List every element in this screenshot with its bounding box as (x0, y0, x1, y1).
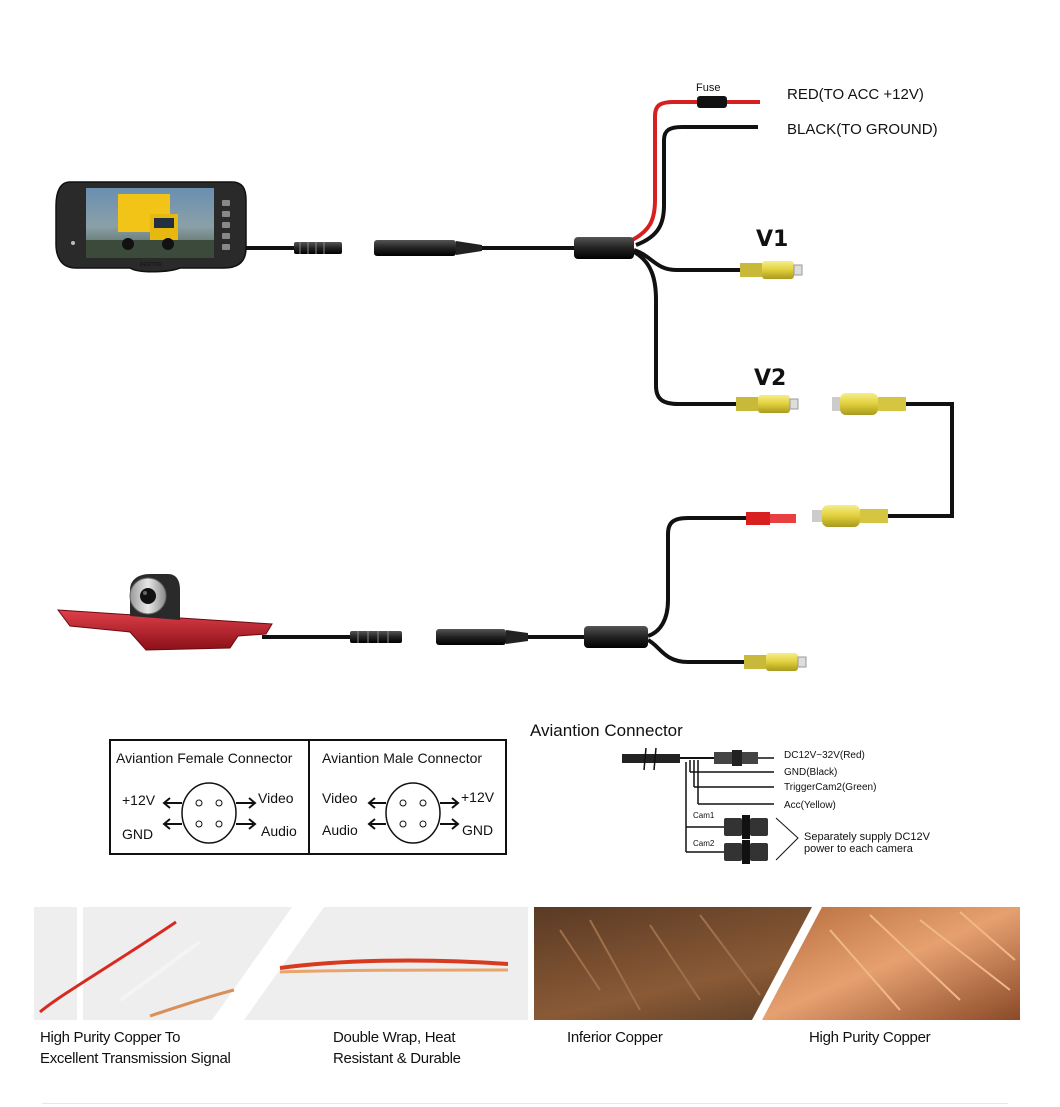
cam2-plug (724, 840, 768, 864)
red-power-plug (746, 512, 770, 525)
male-connector-face (385, 782, 441, 844)
female-right-top: Video (258, 790, 294, 806)
black-wire-label: BLACK(TO GROUND) (787, 121, 938, 138)
male-left-top: Video (322, 790, 358, 806)
camera-splitter-body (584, 626, 648, 648)
camera-lens (140, 588, 156, 604)
female-right-bottom: Audio (261, 823, 297, 839)
bottom-divider (42, 1103, 1008, 1104)
monitor-brand: KESITOR (140, 262, 162, 268)
male-left-bottom: Audio (322, 822, 358, 838)
aviation-connector-title: Aviantion Connector (530, 721, 683, 740)
copper-label-4: High Purity Copper (809, 1029, 931, 1046)
aviation-connector-schematic: Aviantion Connector DC12V~32V(Red) GND(B… (530, 721, 931, 864)
aviation-line-1: DC12V~32V(Red) (784, 750, 865, 761)
video-branches: V1 V2 (632, 227, 803, 413)
male-connector-title: Aviantion Male Connector (322, 750, 482, 766)
copper-label-1: High Purity Copper To Excellent Transmis… (40, 1029, 231, 1067)
male-aviation-connector (294, 242, 342, 254)
rca-extension-cable (812, 393, 954, 527)
male-right-bottom: GND (462, 822, 493, 838)
splitter-body (574, 237, 634, 259)
pinout-table: Aviantion Female Connector +12V GND Vide… (109, 739, 507, 855)
fuse-holder (697, 96, 727, 108)
aviation-line-4: Acc(Yellow) (784, 800, 836, 811)
copper-label-3: Inferior Copper (567, 1029, 663, 1046)
cam2-label: Cam2 (693, 839, 715, 848)
camera-male-connector (350, 631, 402, 643)
female-connector-title: Aviantion Female Connector (116, 750, 293, 766)
female-connector-face (181, 782, 237, 844)
power-wires: Fuse RED(TO ACC +12V) BLACK(TO GROUND) (627, 82, 938, 247)
female-aviation-connector (374, 240, 456, 256)
camera-rca-female (744, 653, 807, 671)
mirror-monitor: KESITOR (55, 181, 247, 273)
camera-cable (262, 512, 807, 671)
aviation-note-line-1: Separately supply DC12V (804, 831, 931, 843)
brake-light-camera (56, 574, 273, 651)
male-right-top: +12V (461, 789, 495, 805)
copper-photo-strip (34, 907, 1020, 1020)
aviation-line-3: TriggerCam2(Green) (784, 782, 876, 793)
cam1-plug (724, 815, 768, 839)
copper-label-2: Double Wrap, Heat Resistant & Durable (333, 1029, 461, 1067)
female-left-bottom: GND (122, 826, 153, 842)
v1-label: V1 (756, 227, 788, 252)
v2-rca-female (736, 395, 799, 413)
monitor-cable (246, 237, 634, 259)
aviation-line-2: GND(Black) (784, 767, 837, 778)
v2-label: V2 (754, 366, 786, 391)
female-left-top: +12V (122, 792, 156, 808)
red-wire-label: RED(TO ACC +12V) (787, 86, 924, 103)
cam1-label: Cam1 (693, 811, 715, 820)
v1-rca-female (740, 261, 803, 279)
fuse-label: Fuse (696, 82, 720, 94)
camera-female-connector (436, 629, 506, 645)
aviation-note-line-2: power to each camera (804, 843, 914, 855)
